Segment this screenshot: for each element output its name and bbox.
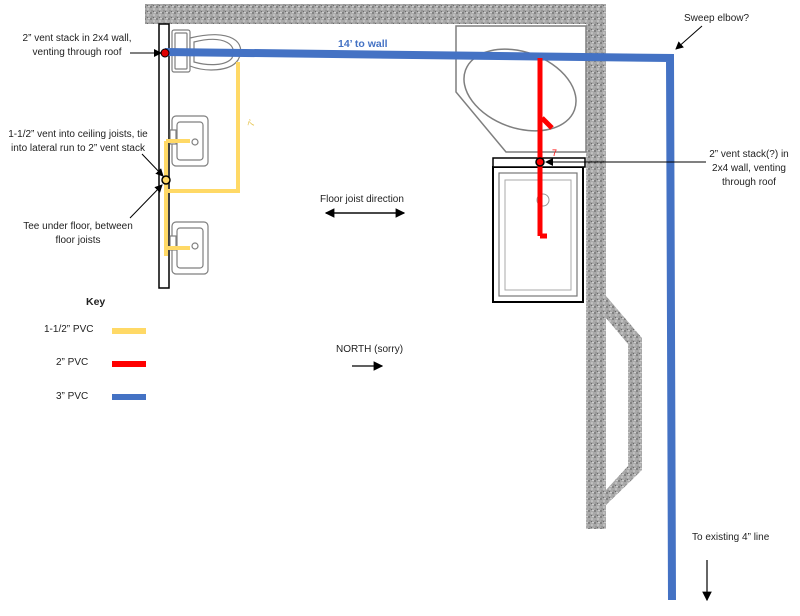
label-ceiling-vent: 1-1/2” vent into ceiling joists, tie int…: [8, 129, 148, 154]
vent-stack-right-dot: [535, 157, 545, 167]
pipe-1-5in-vent: [164, 62, 240, 256]
pipe-3in-main-run: [164, 48, 676, 601]
label-vent-stack-right: 2” vent stack(?) in 2x4 wall, venting th…: [709, 149, 789, 188]
key-label-medium: 2” PVC: [56, 357, 89, 368]
key-title: Key: [86, 296, 106, 308]
key-label-small: 1-1/2” PVC: [44, 324, 94, 335]
label-north: NORTH (sorry): [336, 344, 404, 355]
label-existing-line: To existing 4” line: [692, 532, 770, 543]
leader-tee: [129, 184, 163, 219]
wall-bump-out: [606, 296, 642, 505]
leader-sweep-elbow: [675, 25, 703, 50]
right-wall: [586, 4, 606, 529]
tee-dot: [161, 175, 171, 185]
top-wall: [145, 4, 605, 24]
key-swatch-small: [112, 328, 146, 334]
label-sweep-elbow: Sweep elbow?: [684, 13, 750, 24]
leader-ceiling-vent: [141, 153, 164, 177]
key-swatch-medium: [112, 361, 146, 367]
key-swatch-large: [112, 394, 146, 400]
pipe-2in-drain: [537, 58, 554, 239]
bathtub-fixture: [455, 25, 587, 153]
label-vent-stack-left: 2” vent stack in 2x4 wall, venting throu…: [22, 33, 132, 58]
label-red-note: 7: [552, 148, 558, 158]
key-label-large: 3” PVC: [56, 391, 89, 402]
label-run-length: 14’ to wall: [338, 38, 388, 50]
vent-stack-left-dot: [160, 48, 170, 58]
toilet-fixture: [171, 29, 242, 73]
label-floor-joist: Floor joist direction: [320, 194, 404, 205]
label-tee-under-floor: Tee under floor, between floor joists: [23, 221, 133, 246]
